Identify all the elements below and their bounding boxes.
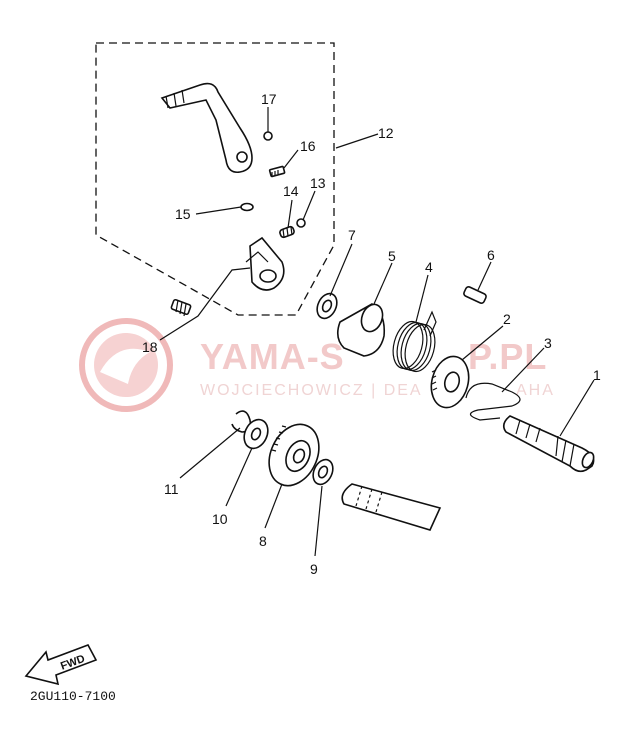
callout-17: 17 — [261, 91, 277, 107]
callout-2: 2 — [503, 311, 511, 327]
callout-numbers: 1 2 3 4 5 6 7 8 9 10 11 12 13 14 15 16 1… — [142, 91, 601, 577]
callout-11: 11 — [164, 481, 179, 497]
callout-14: 14 — [283, 183, 299, 199]
callout-4: 4 — [425, 259, 433, 275]
callout-7: 7 — [348, 227, 356, 243]
callout-18: 18 — [142, 339, 158, 355]
watermark-title-tail: P.PL — [468, 336, 547, 377]
clip-part-15 — [240, 202, 254, 212]
torsion-spring-part-4 — [392, 310, 437, 373]
callout-5: 5 — [388, 248, 396, 264]
callout-12: 12 — [378, 125, 394, 141]
watermark-title: YAMA-S — [200, 336, 345, 377]
washer-part-10 — [243, 418, 269, 450]
fwd-arrow-icon: FWD — [24, 644, 98, 686]
shaft-partial — [341, 483, 442, 531]
callout-15: 15 — [175, 206, 191, 222]
callout-6: 6 — [487, 247, 495, 263]
watermark-subtitle: WOJCIECHOWICZ | DEA — [200, 382, 423, 399]
ball-part-17 — [263, 131, 273, 141]
callout-16: 16 — [300, 138, 316, 154]
ball-part-13 — [296, 218, 306, 228]
kick-gear-part-8 — [268, 423, 320, 487]
ratchet-wheel-part-2 — [430, 355, 470, 409]
clip-spring-part-3 — [465, 382, 521, 421]
kick-axle-part-1 — [502, 415, 595, 473]
spring-part-14 — [279, 225, 295, 239]
callout-1: 1 — [593, 367, 601, 383]
callout-9: 9 — [310, 561, 318, 577]
bolt-part-16 — [268, 165, 286, 178]
leader-lines — [159, 107, 595, 557]
pin-part-6 — [463, 286, 487, 304]
watermark-logo-icon — [79, 318, 173, 412]
washer-part-7 — [316, 292, 338, 320]
watermark-subtitle-tail: AHA — [516, 382, 555, 399]
spring-guide-part-5 — [336, 303, 386, 357]
kick-crank-lever — [160, 82, 253, 174]
kick-crank-assembly-boundary — [95, 42, 335, 316]
callout-13: 13 — [310, 175, 326, 191]
callout-3: 3 — [544, 335, 552, 351]
watermark: YAMA-S P.PL WOJCIECHOWICZ | DEA AHA — [79, 318, 555, 412]
washer-part-9 — [312, 458, 334, 486]
callout-10: 10 — [212, 511, 228, 527]
bolt-part-18 — [170, 298, 192, 317]
kick-boss — [245, 236, 285, 291]
callout-8: 8 — [259, 533, 267, 549]
diagram-code: 2GU110-7100 — [30, 689, 116, 704]
